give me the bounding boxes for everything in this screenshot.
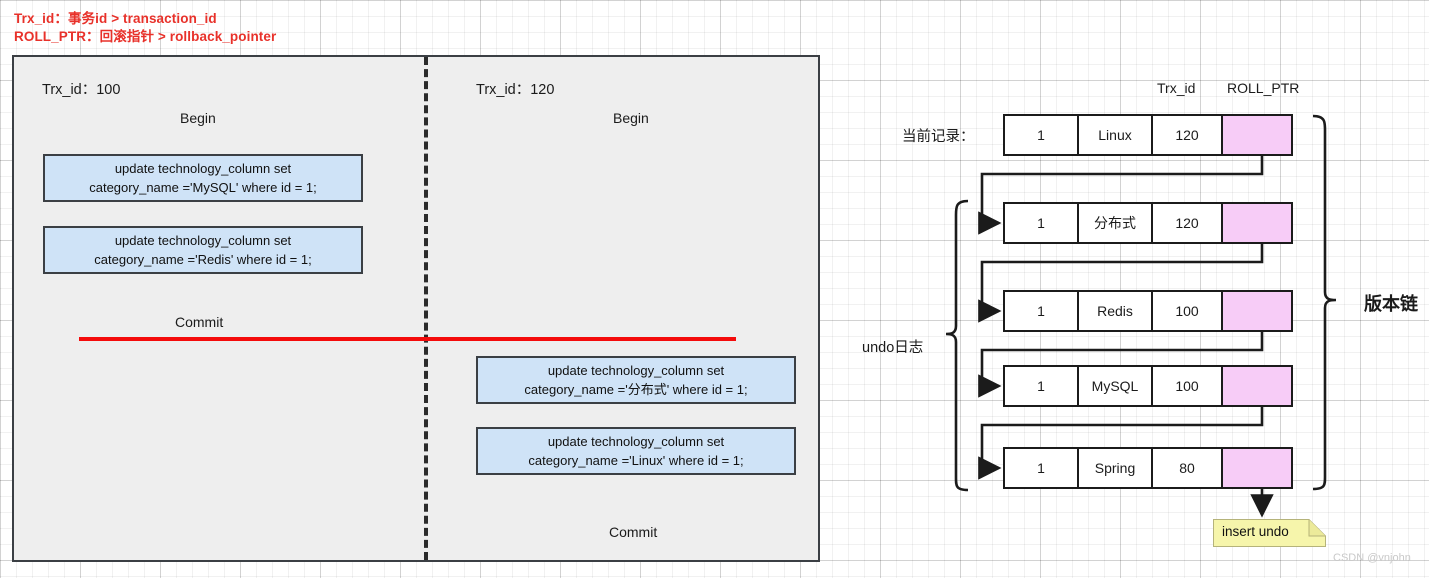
left-transaction-commit: Commit bbox=[175, 314, 224, 330]
record-cell-name: Linux bbox=[1077, 114, 1153, 156]
transaction-divider bbox=[424, 57, 428, 560]
insert-undo-note[interactable]: insert undo bbox=[1213, 519, 1326, 547]
record-cell-name: MySQL bbox=[1077, 365, 1153, 407]
version-chain-label: 版本链 bbox=[1364, 294, 1418, 314]
current-record-label: 当前记录： bbox=[902, 129, 975, 145]
record-cell-trx-id: 100 bbox=[1151, 365, 1223, 407]
record-cell-roll-ptr bbox=[1221, 202, 1293, 244]
legend-line-trx-id: Trx_id：事务id > transaction_id bbox=[14, 11, 217, 26]
record-cell-name: Redis bbox=[1077, 290, 1153, 332]
left-sql-statement-2[interactable]: update technology_column set category_na… bbox=[43, 226, 363, 274]
record-cell-name: Spring bbox=[1077, 447, 1153, 489]
column-header-roll-ptr: ROLL_PTR bbox=[1227, 80, 1300, 96]
commit-marker-line bbox=[79, 337, 736, 341]
left-transaction-id: Trx_id：100 bbox=[42, 82, 121, 98]
right-transaction-begin: Begin bbox=[613, 110, 649, 126]
record-cell-id: 1 bbox=[1003, 365, 1079, 407]
left-transaction-begin: Begin bbox=[180, 110, 216, 126]
undo-log-label: undo日志 bbox=[862, 340, 924, 356]
record-cell-id: 1 bbox=[1003, 447, 1079, 489]
right-sql-statement-2[interactable]: update technology_column set category_na… bbox=[476, 427, 796, 475]
record-cell-id: 1 bbox=[1003, 114, 1079, 156]
column-header-trx-id: Trx_id bbox=[1157, 80, 1196, 96]
record-row[interactable]: 1 Linux 120 bbox=[1003, 114, 1293, 156]
watermark: CSDN @vnjohn bbox=[1333, 552, 1411, 564]
left-sql-statement-1[interactable]: update technology_column set category_na… bbox=[43, 154, 363, 202]
record-cell-roll-ptr bbox=[1221, 447, 1293, 489]
record-cell-roll-ptr bbox=[1221, 365, 1293, 407]
record-row[interactable]: 1 Redis 100 bbox=[1003, 290, 1293, 332]
legend-line-roll-ptr: ROLL_PTR：回滚指针 > rollback_pointer bbox=[14, 29, 277, 44]
transactions-panel bbox=[12, 55, 820, 562]
legend: Trx_id：事务id > transaction_id ROLL_PTR：回滚… bbox=[14, 10, 276, 46]
record-cell-trx-id: 80 bbox=[1151, 447, 1223, 489]
record-row[interactable]: 1 MySQL 100 bbox=[1003, 365, 1293, 407]
record-cell-trx-id: 120 bbox=[1151, 114, 1223, 156]
record-cell-name: 分布式 bbox=[1077, 202, 1153, 244]
record-cell-id: 1 bbox=[1003, 290, 1079, 332]
record-row[interactable]: 1 Spring 80 bbox=[1003, 447, 1293, 489]
record-cell-roll-ptr bbox=[1221, 114, 1293, 156]
record-cell-id: 1 bbox=[1003, 202, 1079, 244]
record-cell-roll-ptr bbox=[1221, 290, 1293, 332]
record-row[interactable]: 1 分布式 120 bbox=[1003, 202, 1293, 244]
right-transaction-commit: Commit bbox=[609, 524, 658, 540]
record-cell-trx-id: 120 bbox=[1151, 202, 1223, 244]
right-transaction-id: Trx_id：120 bbox=[476, 82, 555, 98]
record-cell-trx-id: 100 bbox=[1151, 290, 1223, 332]
insert-undo-note-label: insert undo bbox=[1222, 524, 1289, 539]
right-sql-statement-1[interactable]: update technology_column set category_na… bbox=[476, 356, 796, 404]
